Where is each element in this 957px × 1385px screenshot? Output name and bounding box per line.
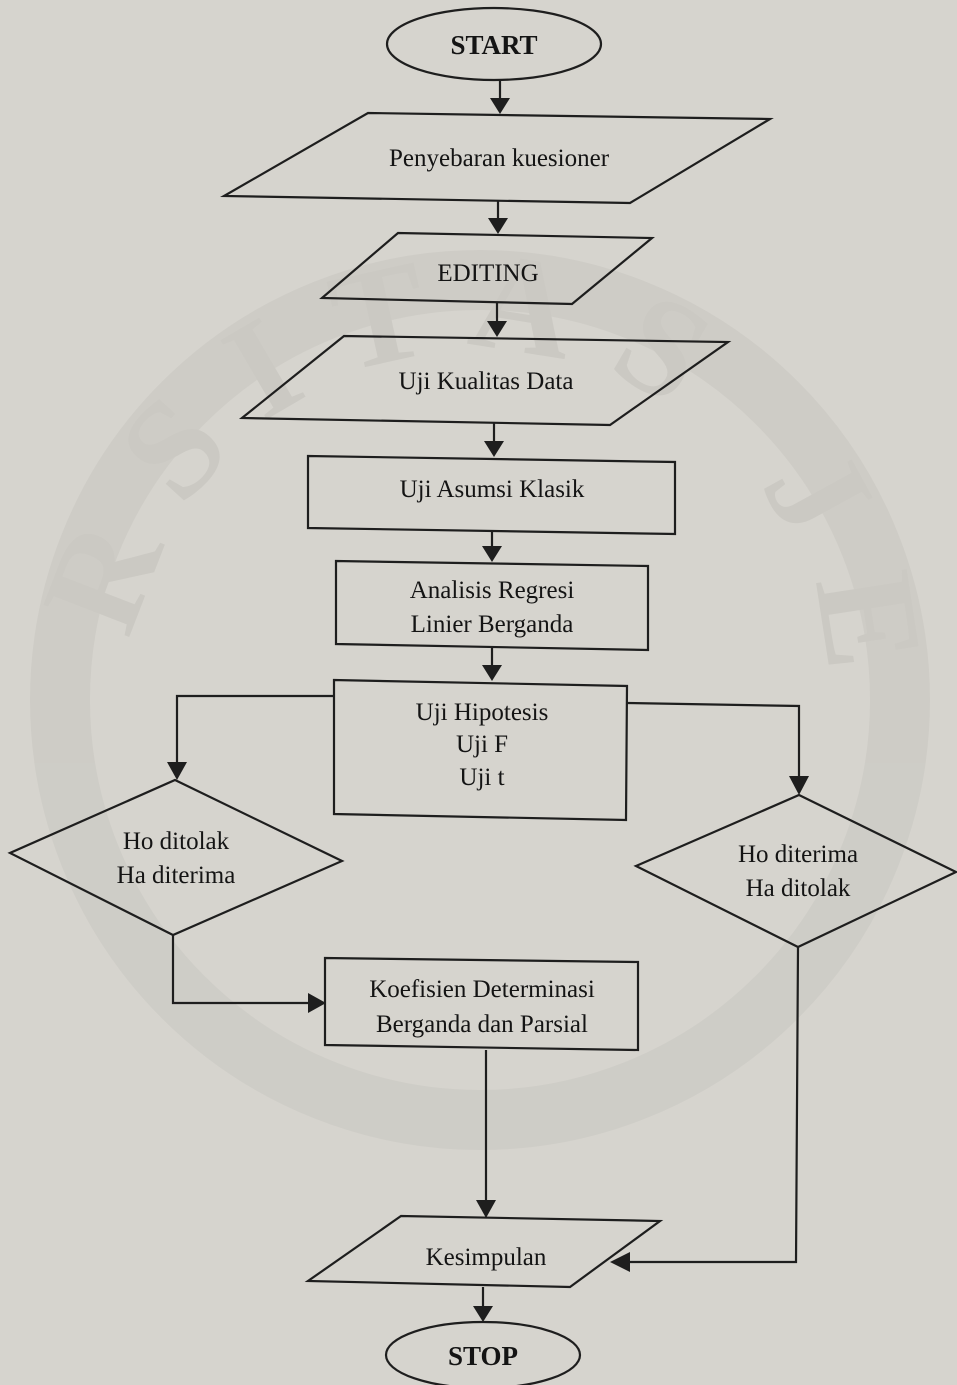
decision-ho-diterima: Ho diterima Ha ditolak <box>633 793 957 949</box>
kesimpulan-node: Kesimpulan <box>304 1214 664 1289</box>
connectors <box>167 80 809 1322</box>
koefisien-label-2: Berganda dan Parsial <box>376 1011 588 1038</box>
hipotesis-label-2: Uji F <box>456 731 508 758</box>
regresi-label-1: Analisis Regresi <box>410 577 575 604</box>
start-label: START <box>450 30 537 60</box>
ho-diterima-label-1: Ho diterima <box>738 841 858 868</box>
koefisien-label-1: Koefisien Determinasi <box>369 976 595 1003</box>
stop-label: STOP <box>448 1341 518 1371</box>
uji-hipotesis-node: Uji Hipotesis Uji F Uji t <box>332 678 629 822</box>
ho-ditolak-label-2: Ha diterima <box>117 862 236 889</box>
uji-asumsi-klasik-node: Uji Asumsi Klasik <box>306 454 677 536</box>
svg-text:UNIVERSITAS JEMBER: UNIVERSITAS JEMBER <box>0 0 919 717</box>
analisis-regresi-node: Analisis Regresi Linier Berganda <box>334 559 650 652</box>
kesimpulan-label: Kesimpulan <box>426 1244 547 1271</box>
regresi-label-2: Linier Berganda <box>411 611 574 638</box>
penyebaran-kuesioner-node: Penyebaran kuesioner <box>220 111 774 205</box>
koefisien-determinasi-node: Koefisien Determinasi Berganda dan Parsi… <box>323 956 640 1052</box>
ho-diterima-label-2: Ha ditolak <box>746 875 851 902</box>
uji-kualitas-data-node: Uji Kualitas Data <box>238 334 732 427</box>
editing-label: EDITING <box>437 260 538 287</box>
editing-node: EDITING <box>319 231 655 306</box>
stop-terminal: STOP <box>384 1320 582 1385</box>
hipotesis-label-1: Uji Hipotesis <box>416 699 549 726</box>
ho-ditolak-label-1: Ho ditolak <box>123 828 230 855</box>
hipotesis-label-3: Uji t <box>459 764 504 791</box>
kualitas-label: Uji Kualitas Data <box>399 368 574 395</box>
penyebaran-label: Penyebaran kuesioner <box>389 145 610 172</box>
watermark-text: UNIVERSITAS JEMBER <box>0 0 919 717</box>
asumsi-label: Uji Asumsi Klasik <box>400 476 585 503</box>
start-terminal: START <box>385 6 603 82</box>
